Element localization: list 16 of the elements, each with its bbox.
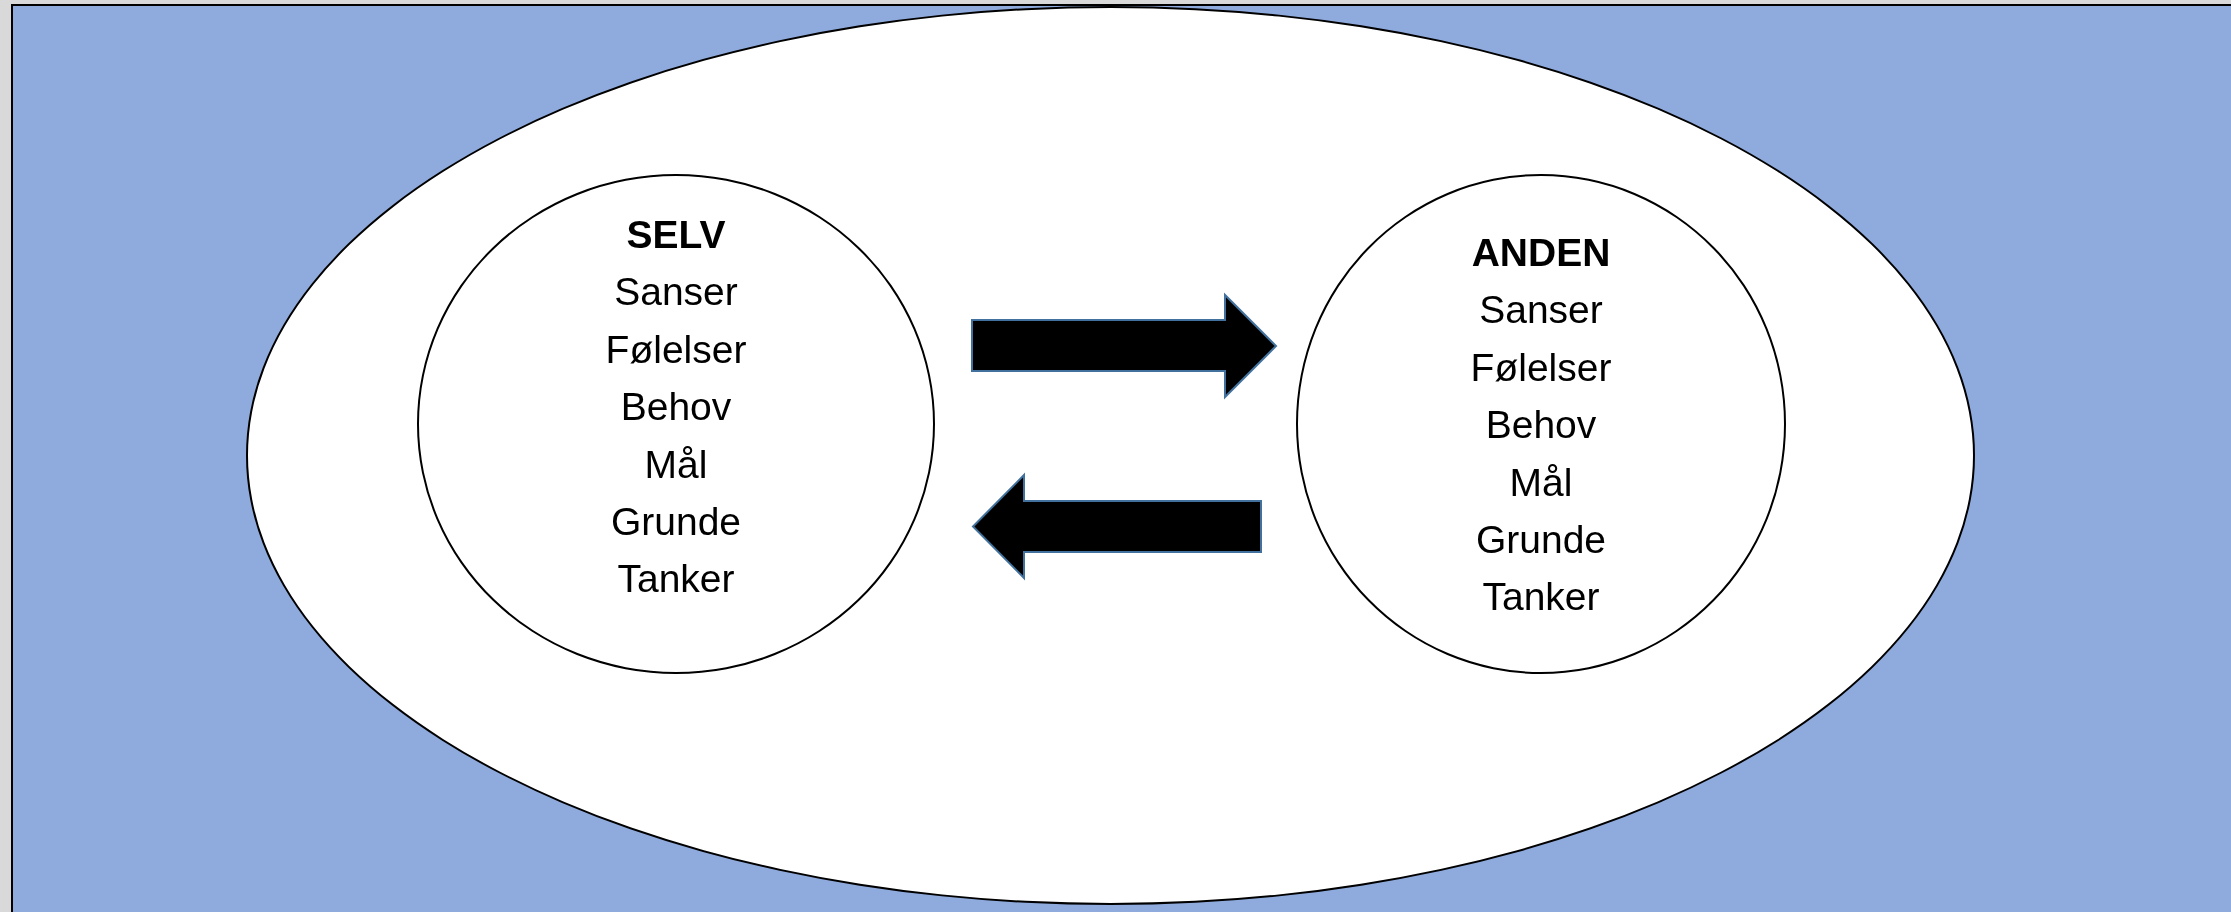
list-item: Mål <box>644 441 708 488</box>
list-item: Sanser <box>614 269 738 316</box>
block-arrow <box>971 292 1278 400</box>
list-item: Behov <box>620 384 732 431</box>
list-item: Mål <box>1509 459 1573 506</box>
list-item: Tanker <box>1482 574 1600 621</box>
list-item: Behov <box>1485 402 1597 449</box>
list-item: Grunde <box>1475 517 1607 564</box>
block-arrow <box>971 472 1262 581</box>
list-item: Følelser <box>1470 344 1612 391</box>
list-item: Grunde <box>610 499 742 546</box>
list-item: Følelser <box>605 326 747 373</box>
heading: SELV <box>626 212 726 259</box>
heading: ANDEN <box>1471 230 1611 277</box>
list-item: Sanser <box>1479 287 1603 334</box>
list-item: Tanker <box>617 556 735 603</box>
